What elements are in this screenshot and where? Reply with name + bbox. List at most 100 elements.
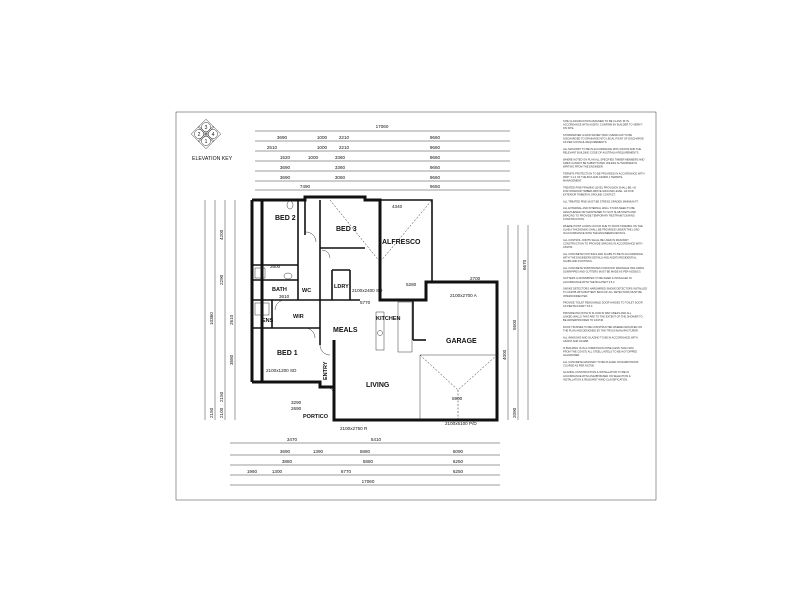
- dim-label: 2150: [209, 407, 214, 418]
- dim-label: 1000: [308, 155, 319, 160]
- dim-label: 3290: [291, 400, 302, 405]
- sheet-border: [175, 111, 657, 501]
- room-label-meals: MEALS: [333, 327, 358, 334]
- dim-label: 5880: [363, 459, 374, 464]
- dim-label: 9660: [430, 175, 441, 180]
- note-item: ALL TREATED PINE MUST BE STRESS GRADED M…: [563, 199, 639, 203]
- note-item: ALL WINDOWS AND GLAZING TO BE IN ACCORDA…: [563, 335, 638, 343]
- dim-label: 7490: [300, 184, 311, 189]
- note-item: PROVIDE TOILET REMOVABLE DOOR HINGES TO …: [563, 301, 643, 309]
- room-labels: BED 2 BED 3 ALFRESCO BATH WC LDRY ENS WI…: [262, 215, 477, 420]
- note-item: TREATED PINE FRAMING LEVEL PROVISION SHA…: [563, 185, 637, 196]
- dim-label: 2210: [339, 145, 350, 150]
- dim-label: 1300: [272, 469, 283, 474]
- dim-label: 3690: [280, 165, 291, 170]
- outer-walls: [250, 195, 499, 422]
- dim-label: 2700: [470, 276, 481, 281]
- general-notes: SITE CLASSIFICATION ASSUMED TO BE CLASS …: [563, 119, 647, 381]
- dim-label: 3060: [335, 175, 346, 180]
- dim-label: 4200: [219, 229, 224, 240]
- dim-bottom-overall: 17060: [362, 479, 375, 484]
- dim-label: 3690: [280, 175, 291, 180]
- dim-label: 3610: [279, 294, 290, 299]
- note-item: ALL EXTERNAL AND INTERNAL WALL STUDS NEE…: [563, 206, 636, 221]
- note-item: SITE CLASSIFICATION ASSUMED TO BE CLASS …: [563, 119, 643, 130]
- dim-label: 2510: [267, 145, 278, 150]
- room-label-bed1: BED 1: [277, 350, 298, 357]
- dim-label: 4000: [502, 349, 507, 360]
- kitchen-island: [375, 311, 385, 351]
- room-label-portico: PORTICO: [303, 414, 329, 420]
- dim-label: 1390: [313, 449, 324, 454]
- note-item: ROOF TRUSSES TO BE CONSTRUCTED WHERE IND…: [563, 325, 642, 333]
- dim-label: 6250: [453, 459, 464, 464]
- room-label-ensuite: ENS: [262, 318, 274, 324]
- note-item: ALL CONCRETE MASONRY TO BE PLACED ON DAM…: [563, 360, 639, 368]
- elevation-marker-1: [201, 136, 211, 146]
- room-label-living: LIVING: [366, 382, 390, 389]
- left-dimensions: 4200 2290 2610 3580 10360 2150 2100 2150: [204, 200, 236, 420]
- elevation-marker-4: [208, 129, 218, 139]
- dim-label: 9650: [430, 184, 441, 189]
- dim-label: 5280: [406, 282, 417, 287]
- opening-label: 2100x2750 R: [340, 426, 368, 431]
- dim-label: 3690: [277, 135, 288, 140]
- dim-label: 9660: [430, 165, 441, 170]
- garage-roof-lines: [419, 354, 498, 420]
- kitchen-bench: [397, 301, 413, 353]
- toilet-icon: [283, 272, 293, 280]
- vanity-icon: [254, 267, 266, 279]
- note-item: ALL MASONRY TO BE IN ACCORDANCE WITH AS3…: [563, 147, 641, 155]
- dim-label: 10360: [209, 312, 214, 325]
- dim-label: 3360: [335, 155, 346, 160]
- dim-label: 9660: [430, 135, 441, 140]
- dim-label: 3470: [287, 437, 298, 442]
- note-item: ALL CONCRETE FOOTINGS AND SLABS TO BE IN…: [563, 252, 643, 263]
- dim-label: 5410: [371, 437, 382, 442]
- note-item: GUTTERS & DOWNPIPES TO BE SIZED & INSTAL…: [563, 276, 632, 284]
- room-label-kitchen: KITCHEN: [376, 316, 400, 322]
- shower-icon: [254, 302, 270, 316]
- wc-pan-icon: [286, 200, 294, 210]
- fittings: [254, 200, 413, 353]
- elevation-number: 2: [198, 132, 201, 138]
- note-item: PROVIDE PAN WITH IN FLOOR IN WET AREAS A…: [563, 311, 643, 322]
- note-item: ALL CONCRETE SUBSTRATES FOR ROOF DRAINAG…: [563, 266, 644, 274]
- dim-label: 4340: [392, 204, 403, 209]
- sink-icon: [377, 330, 383, 336]
- opening-label: 2100x2700 A: [450, 293, 478, 298]
- elevation-number: 3: [205, 125, 208, 131]
- dim-label: 5880: [360, 449, 371, 454]
- interior-walls: [252, 200, 426, 345]
- dim-label: 5900: [452, 396, 463, 401]
- note-item: STORMWATER & RAIN WATER TANK OVERFLOW TO…: [563, 133, 644, 144]
- elevation-number: 1: [205, 139, 208, 145]
- dim-label: 9660: [430, 155, 441, 160]
- elevation-key: 3 2 4 1 ELEVATION KEY: [190, 118, 233, 162]
- dim-label: 1000: [317, 135, 328, 140]
- elevation-marker-2: [194, 129, 204, 139]
- dim-label: 2290: [219, 274, 224, 285]
- dim-label: 2090: [512, 407, 517, 418]
- dim-label: 2600: [270, 264, 281, 269]
- dim-label: 2210: [339, 135, 350, 140]
- dim-label: 1960: [247, 469, 258, 474]
- right-dimensions: 6670 5500 4000 2090: [502, 225, 529, 420]
- dim-label: 5500: [512, 319, 517, 330]
- room-label-entry: ENTRY: [323, 361, 329, 380]
- room-label-wir: WIR: [293, 314, 304, 320]
- dim-label: 3580: [229, 354, 234, 365]
- note-item: WHERE POINT LOADS OCCUR DUE TO ROOF FRAM…: [563, 224, 643, 235]
- dim-label: 3690: [280, 449, 291, 454]
- dim-label: 9660: [430, 145, 441, 150]
- dim-label: 6670: [522, 259, 527, 270]
- room-label-alfresco: ALFRESCO: [382, 239, 421, 246]
- dim-label: 1000: [317, 145, 328, 150]
- opening-label: 2100x5100 P/D: [445, 421, 477, 426]
- dim-label: 2100: [219, 407, 224, 418]
- room-label-laundry: LDRY: [334, 284, 349, 290]
- note-item: IF BUILDING IS IN A CORROSION ZONE (LESS…: [563, 346, 637, 357]
- elevation-key-title: ELEVATION KEY: [192, 156, 233, 162]
- dim-top-overall: 17060: [376, 124, 389, 129]
